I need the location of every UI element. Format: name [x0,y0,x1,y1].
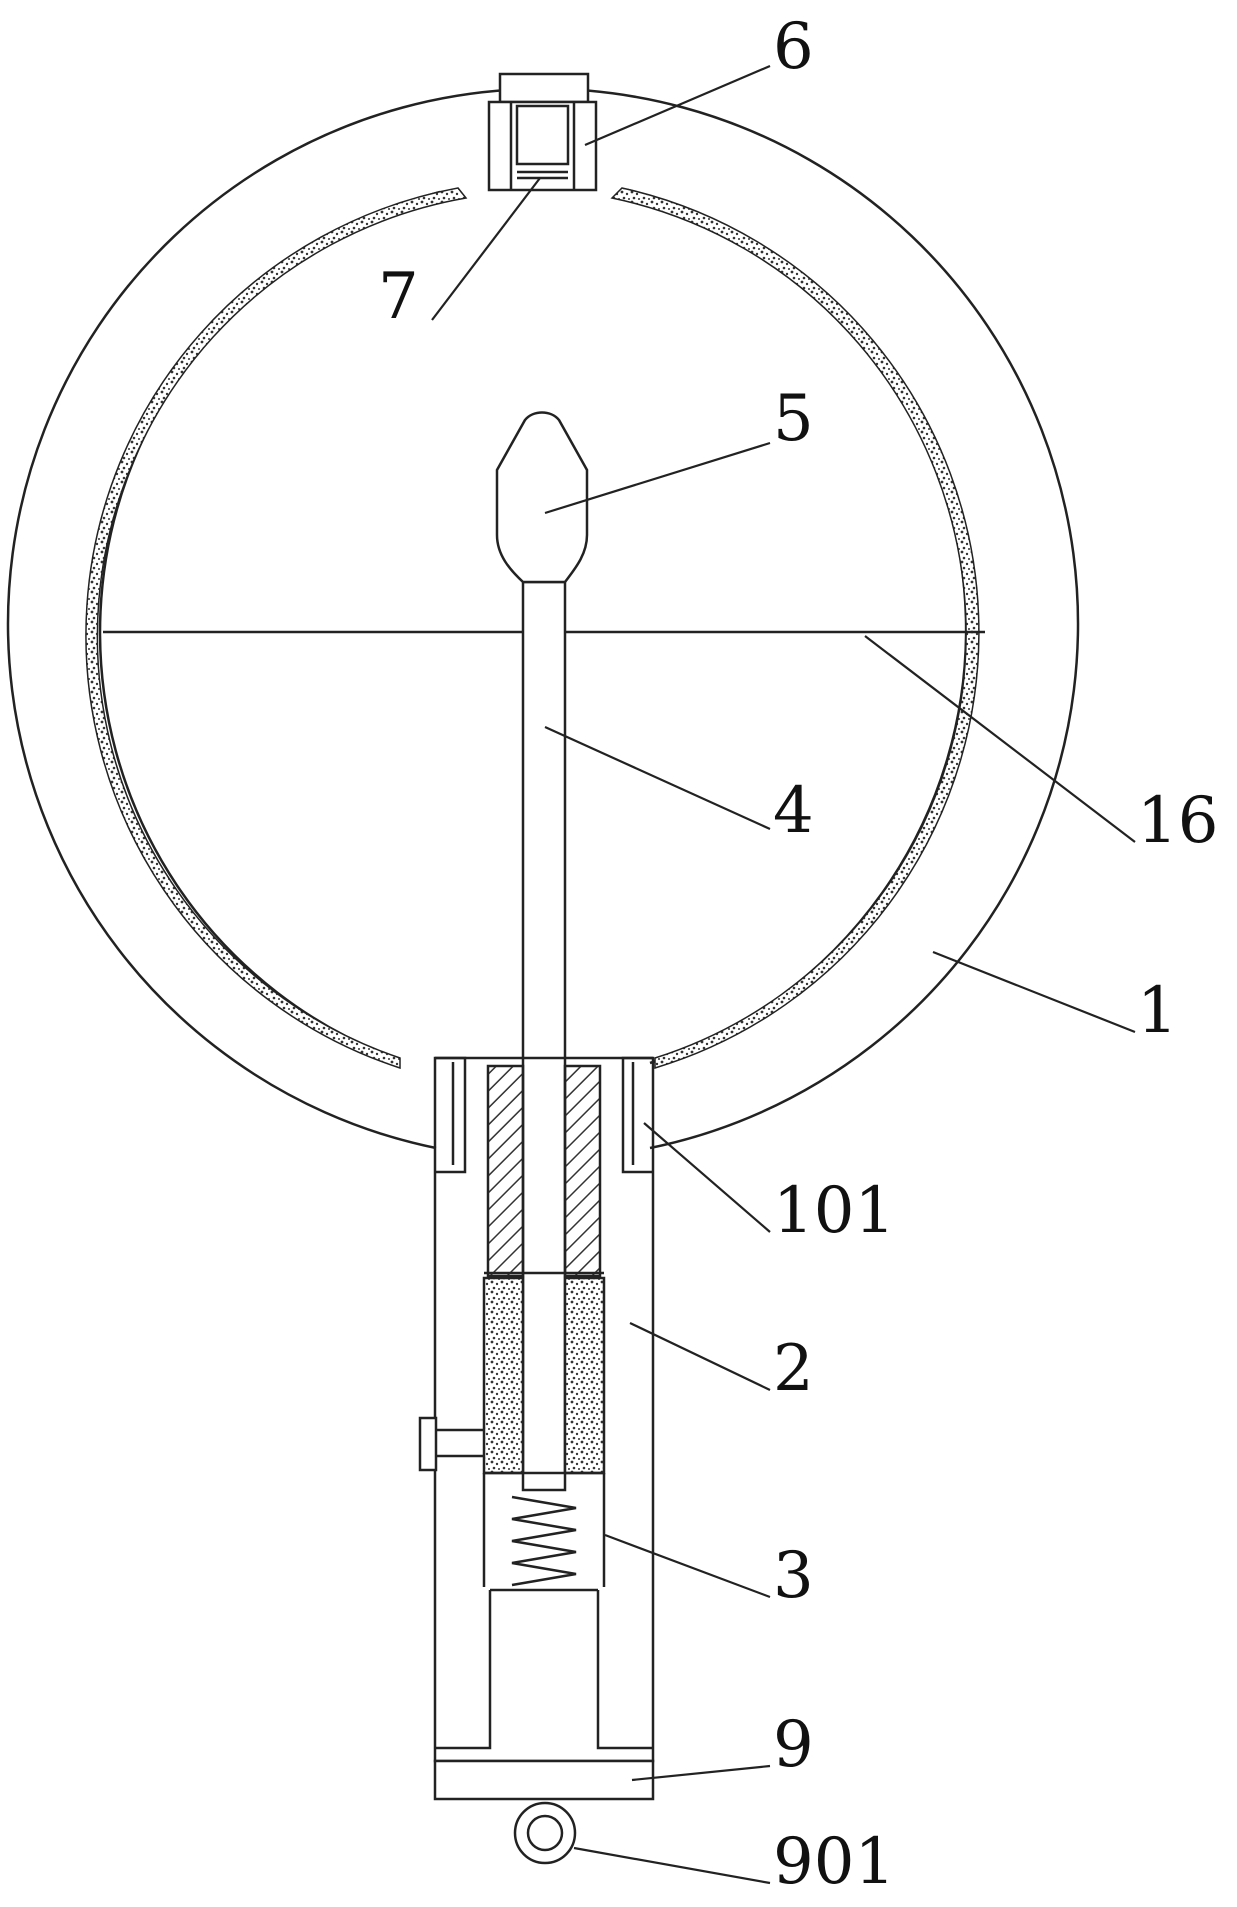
tip-head [495,411,589,584]
label-3: 3 [773,1539,814,1613]
label-9: 9 [773,1708,814,1782]
spring [511,1495,577,1587]
inner-lining [85,187,980,1070]
label-1: 1 [1137,974,1178,1048]
label-7: 7 [378,260,419,334]
label-2: 2 [773,1332,814,1406]
label-4: 4 [773,774,814,848]
base-plate [433,1759,655,1801]
hanging-ring [513,1801,577,1865]
label-901: 901 [773,1825,895,1899]
label-6: 6 [773,10,814,84]
label-101: 101 [773,1174,895,1248]
part-labels: 6 7 5 4 16 1 101 2 3 9 901 [378,10,1218,1899]
label-16: 16 [1137,784,1218,858]
leader-lines [431,64,1136,1885]
central-shaft [521,580,567,1492]
top-clamp [487,72,598,192]
label-5: 5 [773,382,814,456]
